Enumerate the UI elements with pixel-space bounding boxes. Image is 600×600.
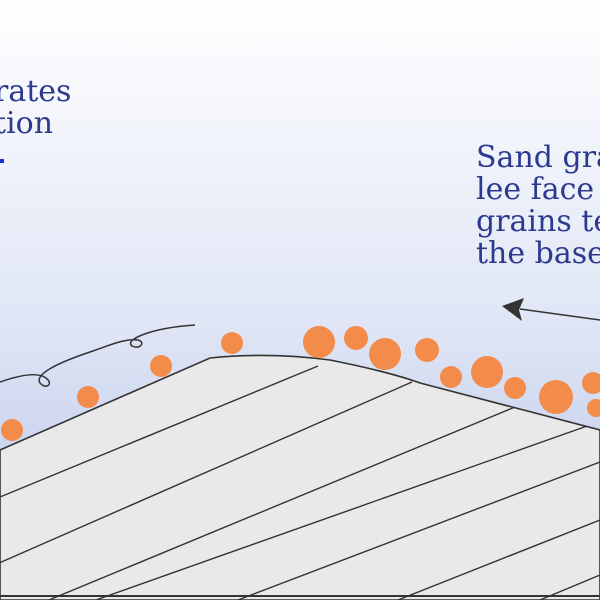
sand-grain <box>369 338 401 370</box>
sand-grain <box>221 332 243 354</box>
right-caption-line-3: grains te <box>476 204 600 239</box>
left-caption-line-1: rates <box>0 74 72 109</box>
sand-grain <box>582 372 600 394</box>
dune-body <box>0 354 600 600</box>
sand-grain <box>344 326 368 350</box>
cross-bedding-lines <box>0 365 600 600</box>
marker-dash <box>0 159 4 163</box>
right-caption-line-1: Sand gra <box>476 140 600 175</box>
right-caption-line-4: the base <box>476 236 600 271</box>
sand-grain <box>77 386 99 408</box>
sand-grains <box>1 326 600 441</box>
sand-grain <box>539 380 573 414</box>
sand-grain <box>303 326 335 358</box>
sand-grain <box>504 377 526 399</box>
sand-grain <box>1 419 23 441</box>
left-caption: rates tion <box>0 76 71 140</box>
right-caption-line-2: lee face <box>476 172 595 207</box>
sand-grain <box>471 356 503 388</box>
sand-grain <box>150 355 172 377</box>
loop-trajectory-icon <box>0 324 196 387</box>
right-caption: Sand gra lee face grains te the base <box>476 142 600 270</box>
sand-grain <box>440 366 462 388</box>
arrow-left-icon <box>502 298 600 321</box>
sand-grain <box>587 399 600 417</box>
sand-grain <box>415 338 439 362</box>
left-caption-line-2: tion <box>0 106 54 141</box>
